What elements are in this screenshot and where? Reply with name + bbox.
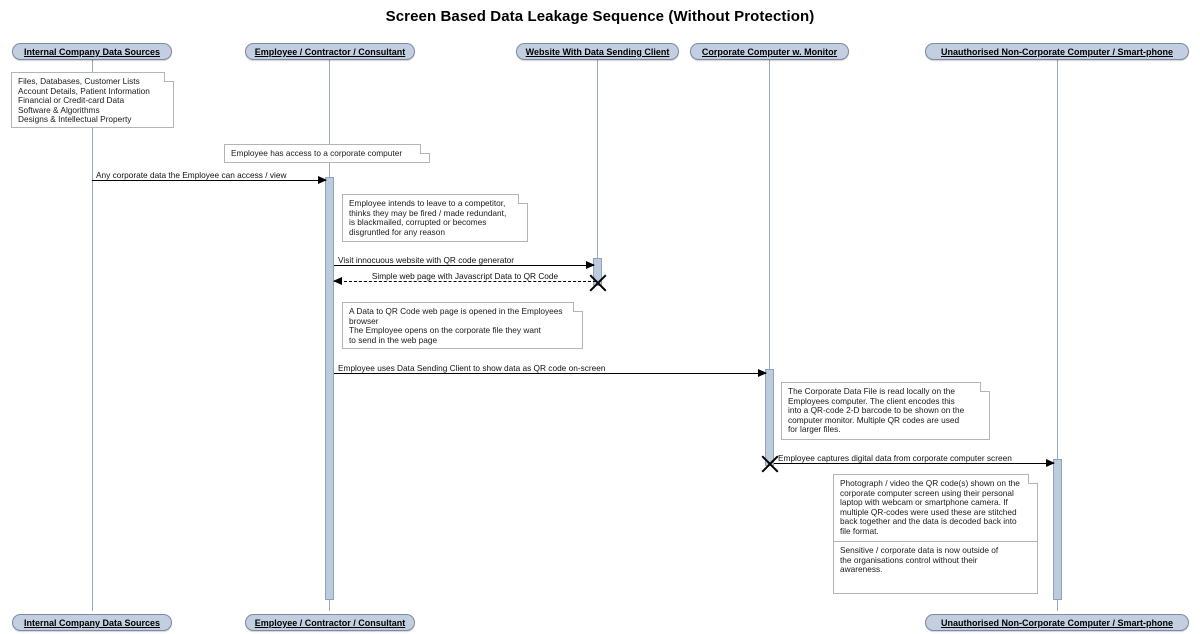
msg-line	[334, 281, 596, 282]
actor-header-unauth[interactable]: Unauthorised Non-Corporate Computer / Sm…	[925, 43, 1189, 60]
arrow-head-icon	[586, 261, 595, 269]
msg-line	[774, 463, 1054, 464]
activation-employee	[325, 177, 334, 600]
msg-visit-website[interactable]: Visit innocuous website with QR code gen…	[334, 255, 595, 269]
note-outcome: Sensitive / corporate data is now outsid…	[833, 542, 1038, 594]
actor-footer-sources[interactable]: Internal Company Data Sources	[12, 614, 172, 631]
note-employee-access: Employee has access to a corporate compu…	[224, 144, 430, 163]
arrow-head-icon	[758, 369, 767, 377]
msg-any-corporate-data[interactable]: Any corporate data the Employee can acce…	[92, 170, 327, 184]
arrow-head-icon	[333, 277, 342, 285]
actor-label: Employee / Contractor / Consultant	[254, 617, 406, 628]
arrow-head-icon	[1046, 459, 1055, 467]
msg-label: Simple web page with Javascript Data to …	[371, 271, 559, 281]
actor-label: Employee / Contractor / Consultant	[254, 46, 406, 57]
lifeline-website	[597, 60, 598, 285]
arrow-head-icon	[318, 176, 327, 184]
actor-label: Internal Company Data Sources	[23, 46, 161, 57]
activation-corpcomp	[765, 369, 774, 466]
actor-label: Unauthorised Non-Corporate Computer / Sm…	[940, 617, 1173, 628]
note-employee-motive: Employee intends to leave to a competito…	[342, 194, 528, 242]
actor-label: Website With Data Sending Client	[525, 46, 670, 57]
actor-label: Unauthorised Non-Corporate Computer / Sm…	[940, 46, 1173, 57]
destroy-website-icon	[587, 271, 609, 293]
msg-show-qr-onscreen[interactable]: Employee uses Data Sending Client to sho…	[334, 363, 767, 377]
msg-line	[334, 373, 766, 374]
page-title: Screen Based Data Leakage Sequence (With…	[385, 8, 815, 25]
lifeline-corpcomp	[769, 60, 770, 465]
msg-label: Employee uses Data Sending Client to sho…	[338, 363, 606, 373]
lifeline-unauth	[1057, 60, 1058, 611]
msg-label: Any corporate data the Employee can acce…	[96, 170, 287, 180]
actor-header-employee[interactable]: Employee / Contractor / Consultant	[245, 43, 415, 60]
note-data-sources: Files, Databases, Customer Lists Account…	[11, 72, 174, 128]
activation-unauth	[1053, 459, 1062, 600]
msg-line	[334, 265, 594, 266]
actor-header-sources[interactable]: Internal Company Data Sources	[12, 43, 172, 60]
actor-header-website[interactable]: Website With Data Sending Client	[516, 43, 679, 60]
actor-header-corpcomp[interactable]: Corporate Computer w. Monitor	[690, 43, 849, 60]
note-webpage-opened: A Data to QR Code web page is opened in …	[342, 302, 583, 349]
note-capture: Photograph / video the QR code(s) shown …	[833, 474, 1038, 542]
actor-label: Internal Company Data Sources	[23, 617, 161, 628]
msg-line	[92, 180, 326, 181]
actor-footer-employee[interactable]: Employee / Contractor / Consultant	[245, 614, 415, 631]
msg-label: Employee captures digital data from corp…	[778, 453, 1012, 463]
destroy-corporate-computer-icon	[759, 452, 781, 474]
actor-label: Corporate Computer w. Monitor	[701, 46, 838, 57]
note-qr-encoding: The Corporate Data File is read locally …	[781, 382, 990, 440]
msg-capture-screen[interactable]: Employee captures digital data from corp…	[774, 453, 1055, 467]
lifeline-sources	[92, 60, 93, 611]
actor-footer-unauth[interactable]: Unauthorised Non-Corporate Computer / Sm…	[925, 614, 1189, 631]
msg-label: Visit innocuous website with QR code gen…	[338, 255, 515, 265]
activation-website	[593, 258, 602, 286]
msg-simple-web-page[interactable]: Simple web page with Javascript Data to …	[333, 271, 596, 285]
